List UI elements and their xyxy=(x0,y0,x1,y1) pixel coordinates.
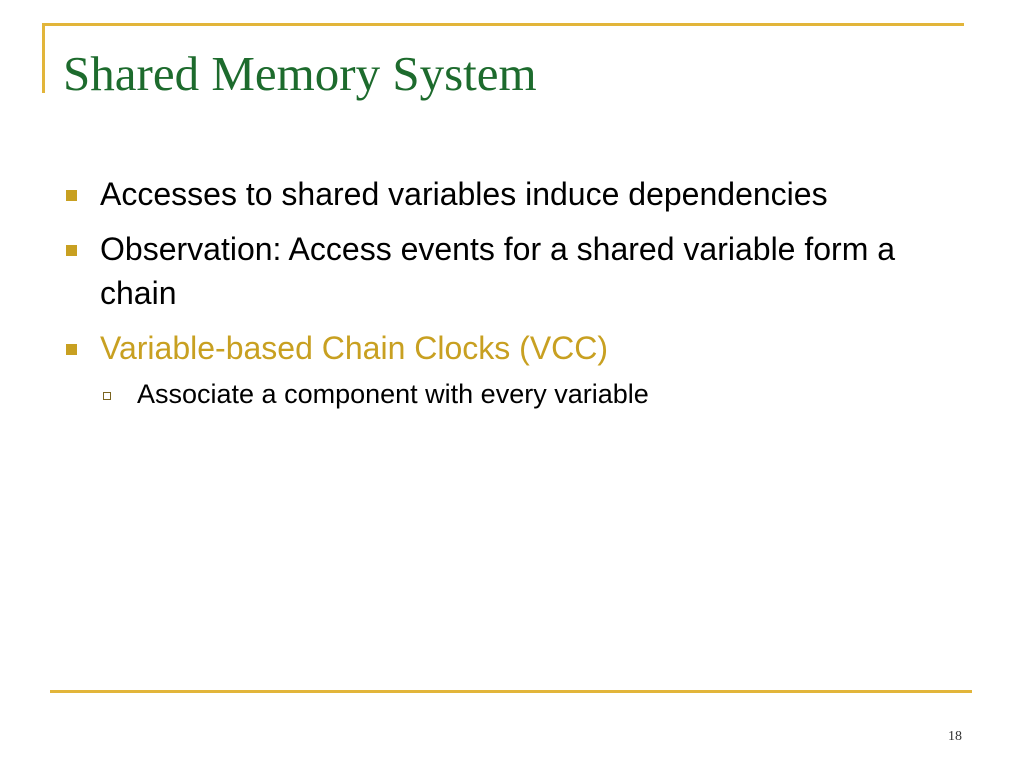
filled-square-bullet-icon xyxy=(66,245,77,256)
bullet-item: Observation: Access events for a shared … xyxy=(66,227,946,315)
bullet-text: Variable-based Chain Clocks (VCC) xyxy=(100,330,609,366)
slide-content: Accesses to shared variables induce depe… xyxy=(66,172,946,413)
filled-square-bullet-icon xyxy=(66,190,77,201)
hollow-square-bullet-icon xyxy=(103,392,111,400)
sub-bullet-item: Associate a component with every variabl… xyxy=(66,375,946,413)
page-number: 18 xyxy=(948,729,962,744)
bullet-text: Accesses to shared variables induce depe… xyxy=(100,176,828,212)
bullet-text: Observation: Access events for a shared … xyxy=(100,231,896,311)
sub-bullet-text: Associate a component with every variabl… xyxy=(137,379,649,409)
bullet-item-highlighted: Variable-based Chain Clocks (VCC) xyxy=(66,326,946,370)
left-rule xyxy=(42,23,45,93)
bullet-item: Accesses to shared variables induce depe… xyxy=(66,172,946,216)
footer-rule xyxy=(50,690,972,693)
filled-square-bullet-icon xyxy=(66,344,77,355)
slide-title: Shared Memory System xyxy=(63,46,537,101)
top-rule xyxy=(42,23,964,26)
